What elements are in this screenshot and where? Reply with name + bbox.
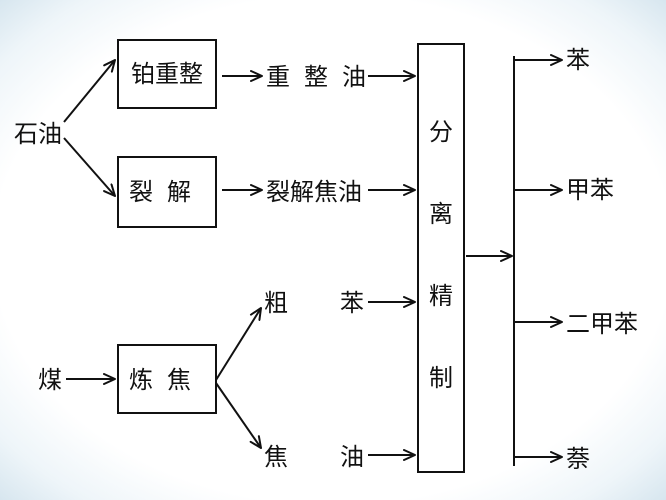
arrow-coking-to-coal-tar: [215, 382, 262, 449]
process-box-reforming: [117, 39, 217, 109]
intermediate-crude-benzene: 粗苯: [264, 289, 364, 317]
source-coal: 煤: [38, 366, 62, 394]
product-xylene: 二甲苯: [566, 310, 638, 338]
intermediate-coal-tar: 焦油: [264, 443, 364, 471]
process-separation-label: 分离精制: [429, 118, 453, 392]
source-petroleum: 石油: [14, 120, 62, 148]
process-box-coking: [117, 344, 217, 414]
process-box-separation: [417, 43, 465, 473]
process-coking-label: 炼焦: [129, 366, 205, 394]
process-cracking-label: 裂解: [129, 178, 205, 206]
process-reforming-label: 铂重整: [131, 60, 203, 88]
intermediate-reformed-oil: 重整油: [266, 63, 380, 91]
product-benzene: 苯: [566, 46, 590, 74]
arrow-petroleum-to-cracking: [63, 137, 116, 197]
process-box-cracking: [117, 156, 217, 228]
intermediate-cracking-tar: 裂解焦油: [266, 178, 362, 206]
product-toluene: 甲苯: [566, 176, 614, 204]
arrow-petroleum-to-reforming: [63, 59, 116, 123]
arrow-coking-to-crude-benzene: [215, 307, 262, 381]
product-naphthalene: 萘: [566, 445, 590, 473]
